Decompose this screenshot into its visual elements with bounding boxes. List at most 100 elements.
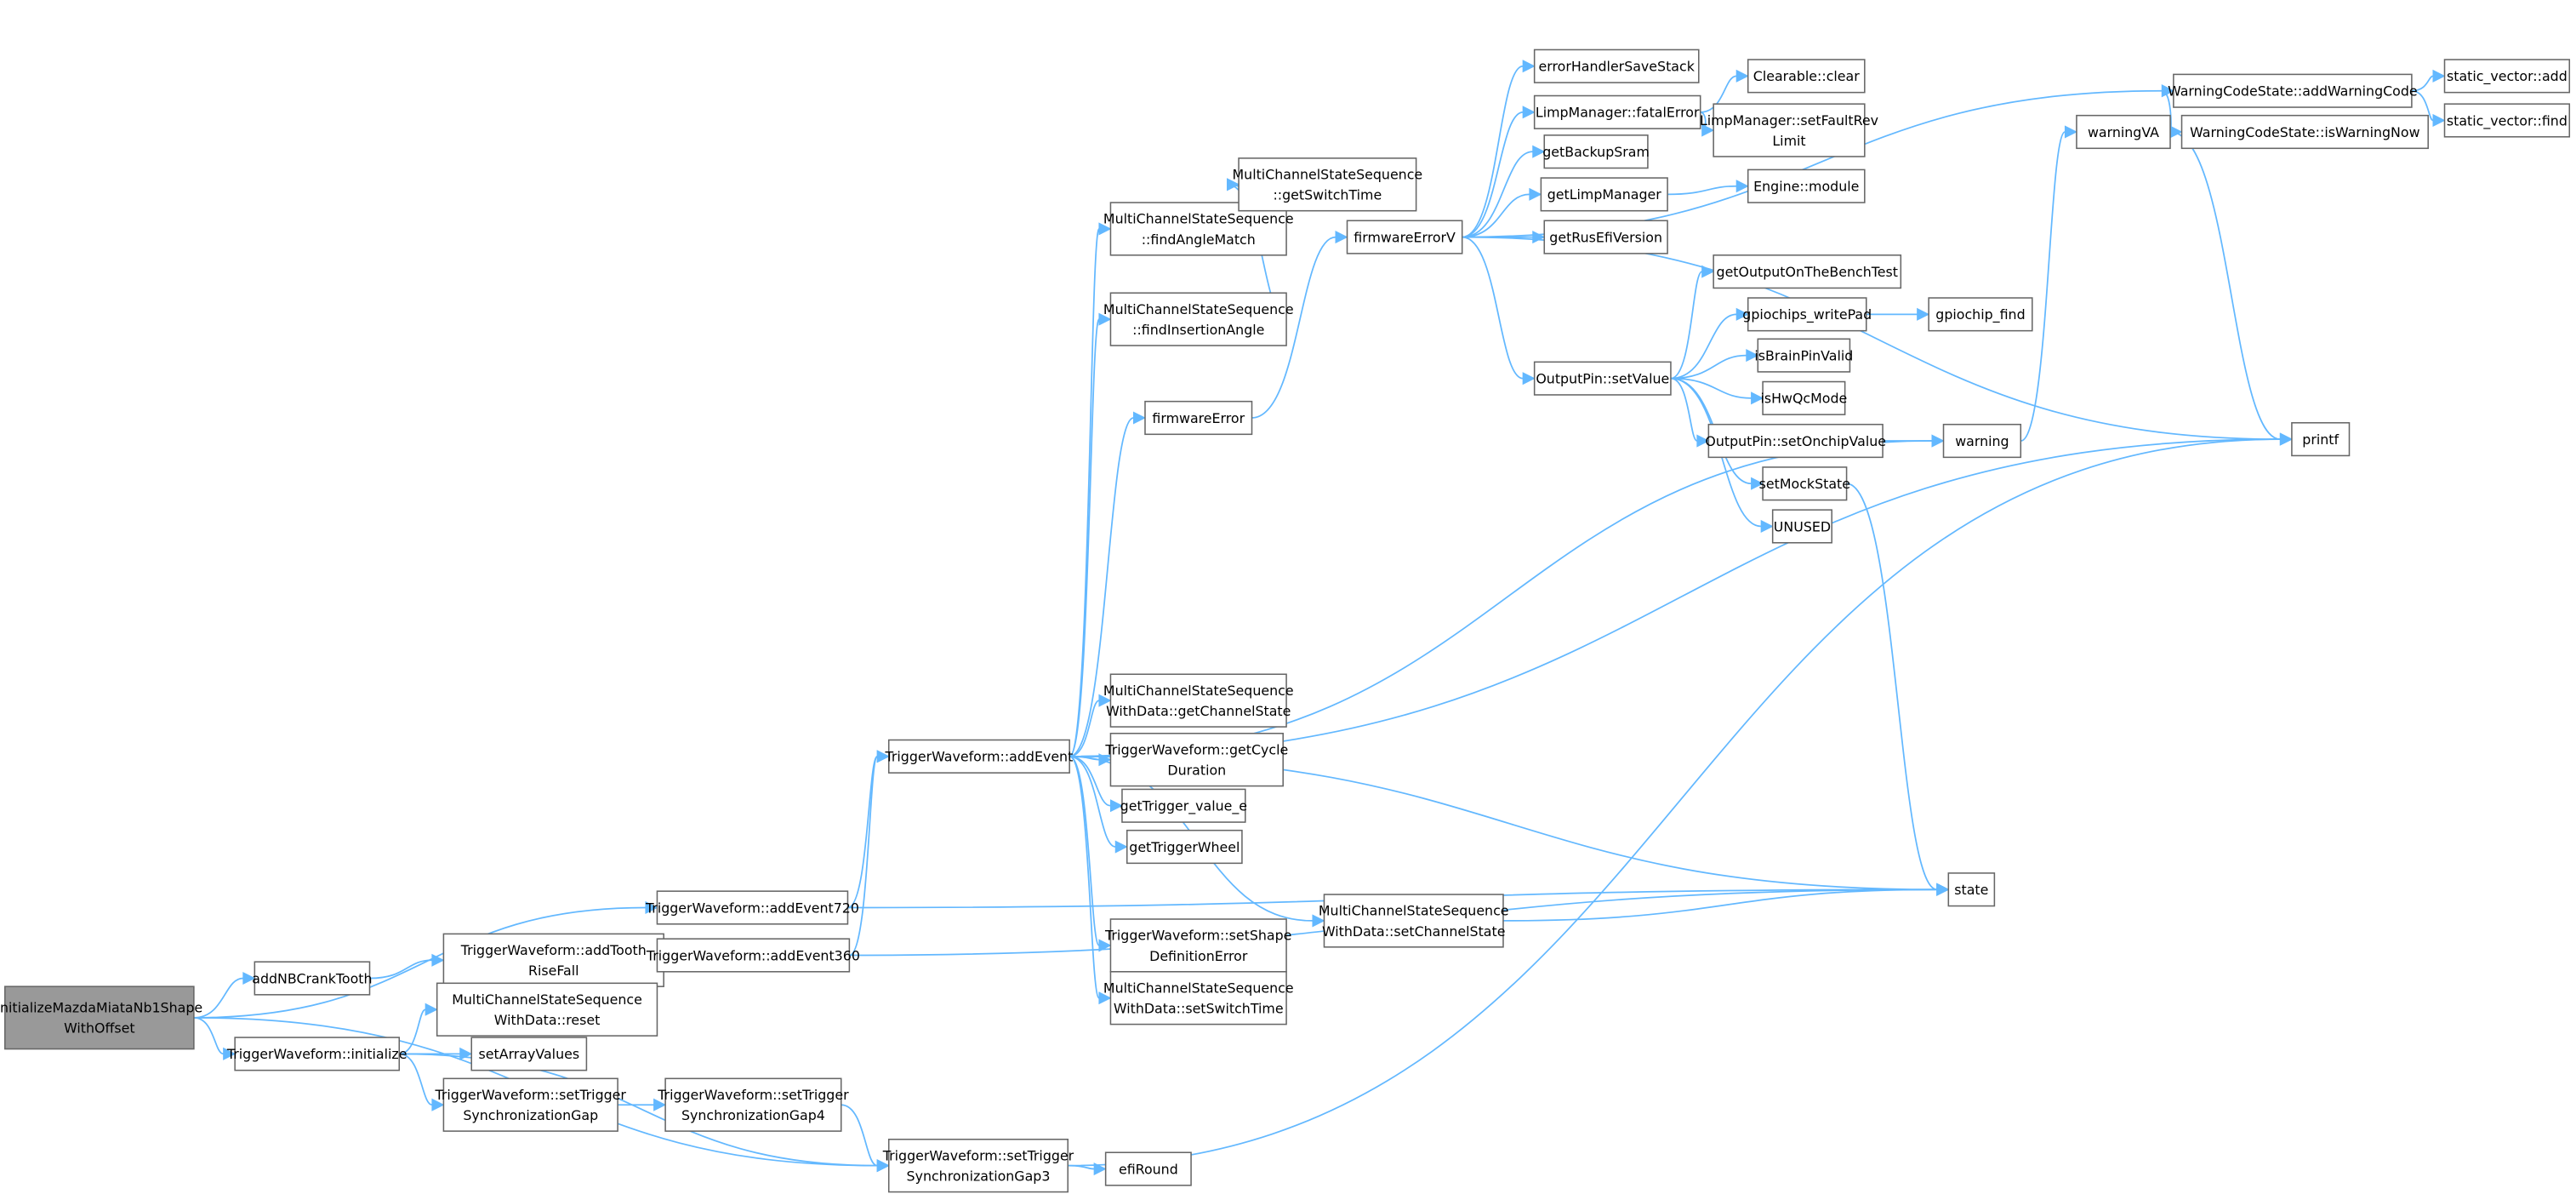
edge-line	[399, 1053, 433, 1106]
arrowhead-icon	[1132, 411, 1147, 425]
edge-root-to-addNBCrankTooth	[193, 971, 256, 1019]
arrowhead-icon	[1529, 187, 1542, 201]
node-state[interactable]: state	[1947, 872, 1996, 907]
arrowhead-icon	[431, 953, 445, 967]
node-svAdd[interactable]: static_vector::add	[2443, 59, 2571, 94]
node-svFind[interactable]: static_vector::find	[2443, 103, 2571, 138]
node-isWarningNow[interactable]: WarningCodeState::isWarningNow	[2180, 114, 2429, 150]
arrowhead-icon	[1746, 349, 1759, 363]
node-errorHandlerSaveStack[interactable]: errorHandlerSaveStack	[1533, 49, 1700, 83]
arrowhead-icon	[2161, 84, 2174, 98]
node-addWarningCode[interactable]: WarningCodeState::addWarningCode	[2168, 73, 2418, 108]
edge-line	[1667, 185, 1737, 196]
arrowhead-icon	[1312, 914, 1325, 928]
node-getChannelState[interactable]: MultiChannelStateSequenceWithData::getCh…	[1103, 673, 1294, 728]
node-getBackupSram[interactable]: getBackupSram	[1542, 134, 1650, 169]
arrowhead-icon	[1114, 840, 1128, 854]
node-efiRound[interactable]: efiRound	[1104, 1151, 1192, 1186]
node-syncGap4[interactable]: TriggerWaveform::setTriggerSynchronizati…	[657, 1077, 849, 1132]
node-box	[1144, 400, 1253, 436]
node-setOnchipValue[interactable]: OutputPin::setOnchipValue	[1705, 423, 1886, 459]
edge-setValue-to-isHwQcMode	[1670, 377, 1764, 405]
node-label: getRusEfiVersion	[1549, 229, 1662, 245]
node-label: MultiChannelStateSequence	[1233, 167, 1423, 183]
node-writePad[interactable]: gpiochips_writePad	[1742, 297, 1872, 332]
node-label: warning	[1955, 433, 2009, 449]
edge-initialize-to-reset	[399, 1003, 438, 1055]
edge-syncGap4-to-syncGap3	[841, 1104, 890, 1173]
node-addEvent[interactable]: TriggerWaveform::addEvent	[885, 739, 1074, 774]
edge-getLimpManager-to-module	[1667, 180, 1749, 196]
node-box	[1757, 338, 1851, 373]
node-setMockState[interactable]: setMockState	[1759, 466, 1850, 501]
node-label: MultiChannelStateSequence	[1319, 903, 1509, 919]
node-clear[interactable]: Clearable::clear	[1747, 59, 1866, 94]
arrowhead-icon	[2432, 113, 2446, 128]
node-getTriggerValue[interactable]: getTrigger_value_e	[1120, 788, 1247, 823]
edge-addEvent-to-getChannelState	[1069, 694, 1112, 757]
node-printf[interactable]: printf	[2291, 422, 2351, 457]
node-box	[1533, 49, 1700, 83]
node-findInsertionAngle[interactable]: MultiChannelStateSequence::findInsertion…	[1103, 292, 1294, 346]
node-warningVA[interactable]: warningVA	[2076, 114, 2171, 150]
arrowhead-icon	[653, 1098, 667, 1111]
node-box	[1713, 103, 1866, 157]
node-fatalError[interactable]: LimpManager::fatalError	[1533, 94, 1701, 129]
arrowhead-icon	[1735, 180, 1749, 193]
node-label: initializeMazdaMiataNb1Shape	[0, 1000, 202, 1016]
arrowhead-icon	[1701, 265, 1715, 278]
node-box	[4, 985, 195, 1050]
arrowhead-icon	[1917, 307, 1930, 321]
node-box	[1109, 292, 1287, 346]
node-syncGap[interactable]: TriggerWaveform::setTriggerSynchronizati…	[435, 1077, 627, 1132]
node-setChannelState[interactable]: MultiChannelStateSequenceWithData::setCh…	[1319, 894, 1509, 948]
node-setArrayValues[interactable]: setArrayValues	[470, 1037, 588, 1071]
node-setValue[interactable]: OutputPin::setValue	[1533, 361, 1672, 396]
node-addNBCrankTooth[interactable]: addNBCrankTooth	[252, 961, 373, 996]
node-module[interactable]: Engine::module	[1747, 169, 1866, 203]
node-getSwitchTime[interactable]: MultiChannelStateSequence::getSwitchTime	[1233, 157, 1423, 212]
node-label: errorHandlerSaveStack	[1539, 59, 1695, 75]
node-addEvent360[interactable]: TriggerWaveform::addEvent360	[646, 938, 860, 973]
node-label: getLimpManager	[1547, 186, 1662, 203]
node-label: WithData::reset	[494, 1012, 600, 1028]
node-getRusEfiVersion[interactable]: getRusEfiVersion	[1543, 220, 1668, 254]
node-initialize[interactable]: TriggerWaveform::initialize	[226, 1037, 407, 1071]
node-getTriggerWheel[interactable]: getTriggerWheel	[1126, 829, 1243, 865]
node-box	[887, 1138, 1069, 1193]
arrowhead-icon	[1936, 883, 1950, 896]
node-benchTest[interactable]: getOutputOnTheBenchTest	[1713, 254, 1902, 289]
node-label: firmwareErrorV	[1354, 229, 1456, 245]
node-firmwareErrorV[interactable]: firmwareErrorV	[1346, 220, 1463, 254]
node-setSwitchTime[interactable]: MultiChannelStateSequenceWithData::setSw…	[1103, 971, 1294, 1025]
node-label: getTrigger_value_e	[1120, 798, 1247, 815]
edge-line	[1462, 193, 1530, 238]
arrowhead-icon	[1701, 123, 1715, 137]
arrowhead-icon	[1735, 69, 1749, 83]
node-syncGap3[interactable]: TriggerWaveform::setTriggerSynchronizati…	[882, 1138, 1074, 1193]
node-box	[1747, 59, 1866, 94]
node-unused[interactable]: UNUSED	[1771, 509, 1832, 544]
node-label: TriggerWaveform::addTooth	[460, 942, 647, 958]
node-box	[470, 1037, 588, 1071]
arrowhead-icon	[1760, 519, 1774, 534]
node-gpiochipFind[interactable]: gpiochip_find	[1928, 297, 2033, 332]
node-isHwQcMode[interactable]: isHwQcMode	[1760, 380, 1847, 415]
node-box	[1762, 380, 1846, 415]
node-label: RiseFall	[528, 963, 579, 979]
node-firmwareError[interactable]: firmwareError	[1144, 400, 1253, 436]
edge-syncGap3-to-printf	[1068, 432, 2293, 1167]
node-warning[interactable]: warning	[1942, 423, 2022, 459]
node-label: static_vector::add	[2447, 68, 2567, 85]
edge-writePad-to-gpiochipFind	[1866, 307, 1930, 321]
node-label: addNBCrankTooth	[252, 970, 372, 986]
node-getLimpManager[interactable]: getLimpManager	[1540, 177, 1668, 212]
node-addEvent720[interactable]: TriggerWaveform::addEvent720	[645, 890, 859, 925]
node-isBrainPinValid[interactable]: isBrainPinValid	[1754, 338, 1853, 373]
